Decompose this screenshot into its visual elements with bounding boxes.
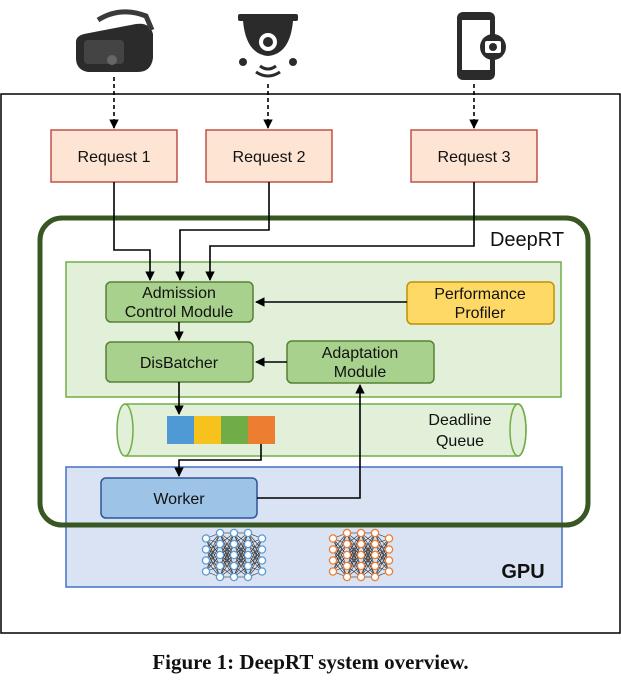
request-box-3: Request 3: [410, 129, 538, 183]
queue-item-1: [167, 416, 194, 444]
vr-headset-icon: [76, 9, 155, 72]
gpu-label: GPU: [501, 561, 544, 583]
disbatcher-module: DisBatcher: [105, 341, 254, 383]
queue-item-3: [221, 416, 248, 444]
admission-label-line1: Admission: [142, 285, 216, 302]
performance-profiler: Performance Profiler: [406, 281, 555, 325]
adaptation-label-line2: Module: [334, 364, 387, 381]
request-box-2: Request 2: [205, 129, 333, 183]
request-box-1: Request 1: [50, 129, 178, 183]
request-label-2: Request 2: [233, 149, 306, 166]
request-label-3: Request 3: [438, 149, 511, 166]
worker-label: Worker: [153, 491, 205, 508]
worker-box: Worker: [100, 477, 258, 519]
smartphone-camera-icon: [457, 12, 506, 80]
system-diagram: Request 1 Request 2 Request 3 GPU Deadli…: [0, 9, 621, 634]
neural-network-orange-icon: [328, 528, 394, 582]
flow-arrows: [113, 182, 475, 499]
neural-network-blue-icon: [201, 528, 267, 582]
adaptation-module: Adaptation Module: [286, 340, 435, 384]
profiler-label-line2: Profiler: [455, 305, 506, 322]
disbatcher-label: DisBatcher: [140, 355, 219, 372]
profiler-label-line1: Performance: [434, 286, 526, 303]
device-request-arrows: [109, 77, 479, 129]
deadline-queue: Deadline Queue: [116, 403, 527, 457]
deeprt-boundary: [37, 215, 591, 528]
deeprt-title: DeepRT: [490, 229, 564, 251]
admission-label-line2: Control Module: [125, 304, 234, 321]
queue-label-line2: Queue: [436, 433, 484, 450]
queue-item-4: [248, 416, 275, 444]
request-label-1: Request 1: [78, 149, 151, 166]
adaptation-label-line1: Adaptation: [322, 345, 399, 362]
admission-control-module: Admission Control Module: [105, 281, 254, 323]
figure-caption: Figure 1: DeepRT system overview.: [152, 650, 469, 674]
outer-frame: [0, 93, 621, 634]
security-camera-icon: [238, 14, 298, 78]
queue-item-2: [194, 416, 221, 444]
queue-label-line1: Deadline: [428, 412, 491, 429]
